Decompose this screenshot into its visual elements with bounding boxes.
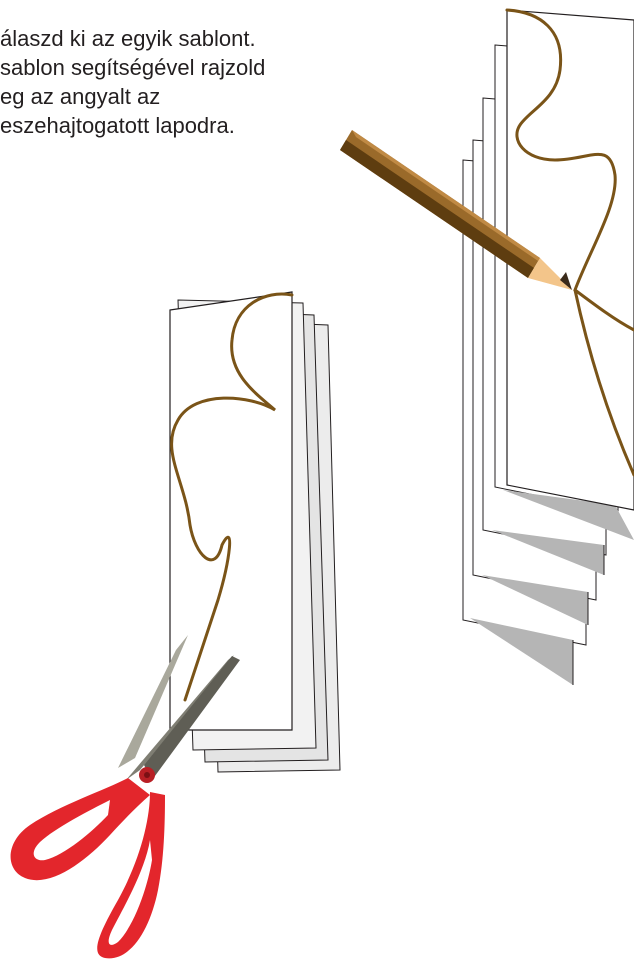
instruction-line-1: álaszd ki az egyik sablont.: [0, 24, 360, 53]
instruction-line-3: eg az angyalt az: [0, 82, 360, 111]
instruction-line-4: eszehajtogatott lapodra.: [0, 111, 360, 140]
folded-paper-stack: [463, 10, 634, 685]
instruction-line-2: sablon segítségével rajzold: [0, 53, 360, 82]
instruction-text: álaszd ki az egyik sablont. sablon segít…: [0, 24, 360, 140]
